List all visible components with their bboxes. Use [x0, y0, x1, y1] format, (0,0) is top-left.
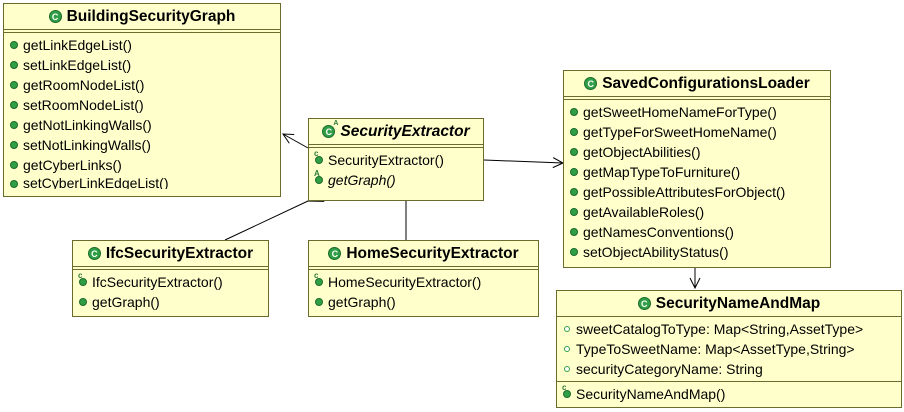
public-method-icon — [9, 179, 19, 189]
public-method-icon — [9, 60, 19, 70]
public-method-icon — [9, 40, 19, 50]
class-icon: C — [584, 77, 598, 90]
constructor-icon: c — [78, 272, 88, 287]
method-row[interactable]: getAvailableRoles() — [564, 202, 830, 222]
public-method-icon — [569, 147, 579, 157]
class-name: BuildingSecurityGraph — [66, 7, 236, 25]
method-row[interactable]: getNamesConventions() — [564, 222, 830, 242]
method-row[interactable]: getCyberLinks() — [4, 155, 280, 175]
class-building-security-graph[interactable]: C BuildingSecurityGraph getLinkEdgeList(… — [3, 3, 281, 197]
field-icon — [562, 324, 572, 334]
public-method-icon — [9, 120, 19, 130]
public-method-icon — [314, 297, 324, 307]
class-icon: C — [637, 297, 651, 310]
class-icon: C — [87, 247, 101, 260]
class-name: SavedConfigurationsLoader — [602, 74, 810, 92]
public-method-icon — [569, 247, 579, 257]
method-row[interactable]: setCyberLinkEdgeList() — [4, 175, 280, 189]
method-row[interactable]: getRoomNodeList() — [4, 75, 280, 95]
public-method-icon — [569, 187, 579, 197]
field-icon — [562, 344, 572, 354]
method-row[interactable]: getGraph() — [309, 292, 538, 312]
class-security-name-and-map[interactable]: C SecurityNameAndMap sweetCatalogToType:… — [556, 290, 902, 408]
public-method-icon — [9, 100, 19, 110]
constructor-icon: c — [314, 150, 324, 165]
public-method-icon — [569, 107, 579, 117]
public-method-icon — [569, 207, 579, 217]
field-row[interactable]: sweetCatalogToType: Map<String,AssetType… — [557, 319, 901, 339]
method-row[interactable]: getObjectAbilities() — [564, 142, 830, 162]
method-row[interactable]: setObjectAbilityStatus() — [564, 242, 830, 262]
method-row[interactable]: getMapTypeToFurniture() — [564, 162, 830, 182]
method-row[interactable]: setNotLinkingWalls() — [4, 135, 280, 155]
class-name: SecurityNameAndMap — [655, 294, 821, 312]
method-row[interactable]: setLinkEdgeList() — [4, 55, 280, 75]
method-row[interactable]: setRoomNodeList() — [4, 95, 280, 115]
method-row[interactable]: getNotLinkingWalls() — [4, 115, 280, 135]
public-method-icon — [569, 127, 579, 137]
field-icon — [562, 364, 572, 374]
class-saved-configurations-loader[interactable]: C SavedConfigurationsLoader getSweetHome… — [563, 70, 831, 268]
class-icon: C — [48, 10, 62, 23]
abstract-method-icon: A — [314, 170, 324, 185]
class-name: SecurityExtractor — [340, 122, 470, 140]
method-row[interactable]: getSweetHomeNameForType() — [564, 102, 830, 122]
public-method-icon — [9, 140, 19, 150]
generalization-ifc — [224, 201, 308, 241]
method-row[interactable]: getPossibleAttributesForObject() — [564, 182, 830, 202]
constructor-icon: c — [314, 272, 324, 287]
method-row[interactable]: getLinkEdgeList() — [4, 35, 280, 55]
class-name: IfcSecurityExtractor — [105, 244, 254, 262]
public-method-icon — [9, 80, 19, 90]
method-row[interactable]: getTypeForSweetHomeName() — [564, 122, 830, 142]
public-method-icon — [569, 227, 579, 237]
class-icon: C — [328, 247, 342, 260]
public-method-icon — [78, 297, 88, 307]
field-row[interactable]: securityCategoryName: String — [557, 359, 901, 379]
association-arrow-to-building-graph — [283, 134, 309, 149]
constructor-icon: c — [562, 384, 572, 399]
public-method-icon — [9, 160, 19, 170]
method-row[interactable]: getGraph() — [73, 292, 268, 312]
field-row[interactable]: TypeToSweetName: Map<AssetType,String> — [557, 339, 901, 359]
public-method-icon — [569, 167, 579, 177]
association-arrow-to-config-loader — [483, 160, 563, 163]
class-name: HomeSecurityExtractor — [346, 244, 519, 262]
